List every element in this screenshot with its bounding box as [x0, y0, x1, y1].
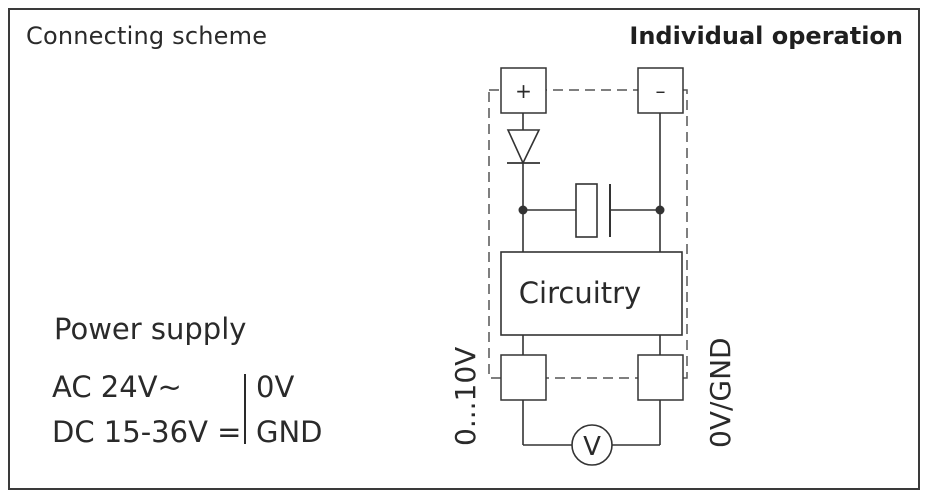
- output-terminal-left: [500, 354, 547, 401]
- ac-voltage-label: AC 24V~: [52, 370, 182, 404]
- voltmeter-icon: [571, 424, 613, 466]
- output-terminal-right: [637, 354, 684, 401]
- power-supply-title: Power supply: [54, 312, 247, 346]
- plus-terminal-label: +: [515, 79, 532, 103]
- minus-terminal-label: –: [656, 79, 666, 103]
- gnd-label: GND: [256, 415, 323, 449]
- diagram-frame: [8, 8, 920, 490]
- zero-volt-label: 0V: [256, 370, 295, 404]
- right-output-label: 0V/GND: [704, 337, 737, 448]
- housing-outline: [488, 89, 688, 379]
- circuitry-label: Circuitry: [519, 276, 641, 310]
- power-supply-divider: [244, 374, 246, 444]
- page-title: Connecting scheme: [26, 22, 268, 50]
- dc-voltage-label: DC 15-36V =: [52, 415, 242, 449]
- capacitor-plate-left: [575, 183, 598, 238]
- junction-dot-left: [518, 205, 528, 215]
- left-output-label: 0...10V: [449, 347, 482, 446]
- junction-dot-right: [655, 205, 665, 215]
- diode-icon: [506, 129, 541, 165]
- plus-terminal-box: [500, 67, 547, 114]
- voltmeter-label: V: [583, 432, 601, 462]
- circuitry-block: [500, 251, 683, 336]
- minus-terminal-box: [637, 67, 684, 114]
- operation-mode-label: Individual operation: [629, 22, 903, 50]
